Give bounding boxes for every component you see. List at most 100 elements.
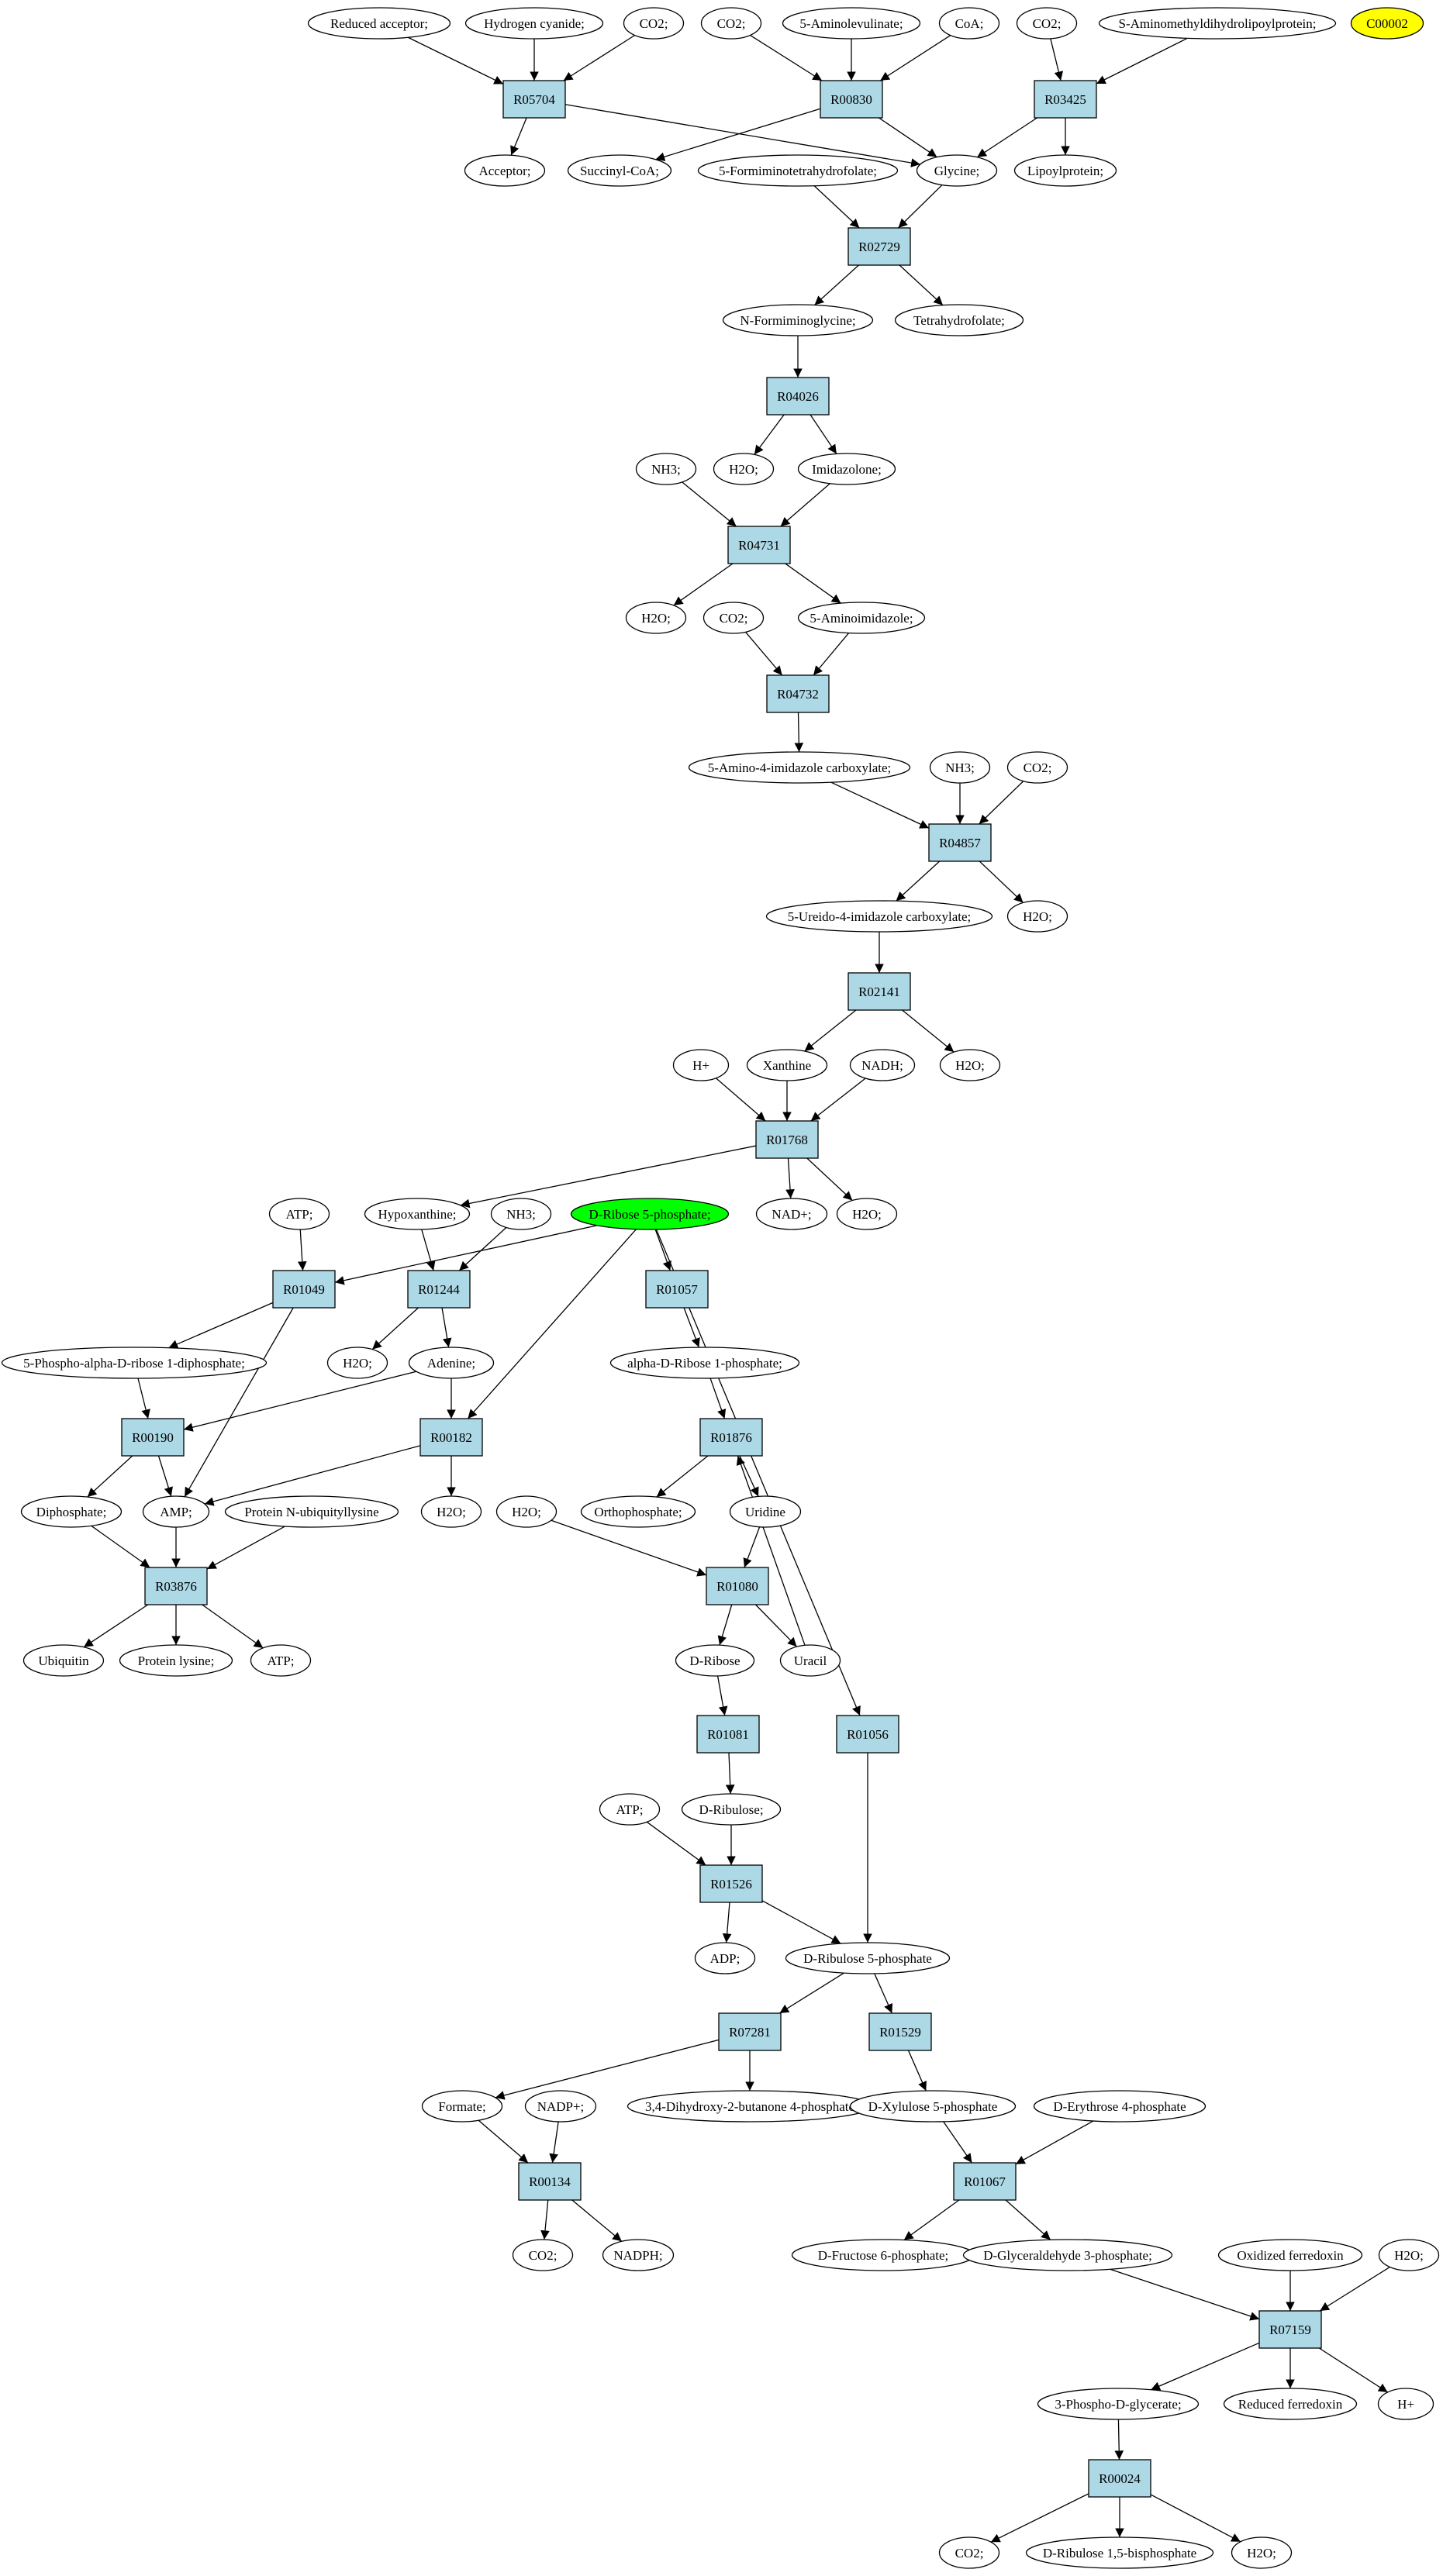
- compound-node-fructose6p[interactable]: D-Fructose 6-phosphate;: [791, 2239, 975, 2271]
- compound-node-acceptor[interactable]: Acceptor;: [464, 154, 546, 187]
- reaction-node-r00830[interactable]: R00830: [820, 80, 883, 119]
- compound-node-hydrogen-cyanide[interactable]: Hydrogen cyanide;: [464, 7, 604, 40]
- compound-node-orthophosphate[interactable]: Orthophosphate;: [580, 1495, 696, 1528]
- compound-node-amino-carboxylate[interactable]: 5-Amino-4-imidazole carboxylate;: [688, 751, 911, 784]
- compound-node-aminoimidazole[interactable]: 5-Aminoimidazole;: [797, 602, 926, 634]
- compound-node-h2o-c[interactable]: H2O;: [1006, 900, 1068, 933]
- reaction-node-r02729[interactable]: R02729: [848, 227, 911, 266]
- compound-node-prpp[interactable]: 5-Phospho-alpha-D-ribose 1-diphosphate;: [1, 1347, 268, 1379]
- compound-node-amp[interactable]: AMP;: [142, 1495, 210, 1528]
- compound-node-uridine[interactable]: Uridine: [729, 1495, 802, 1528]
- compound-node-glycine[interactable]: Glycine;: [916, 154, 998, 187]
- compound-node-aminomethyl[interactable]: S-Aminomethyldihydrolipoylprotein;: [1098, 7, 1337, 40]
- compound-node-co2-b[interactable]: CO2;: [700, 7, 762, 40]
- compound-node-ribulose5p[interactable]: D-Ribulose 5-phosphate: [785, 1942, 951, 1974]
- compound-node-adenine[interactable]: Adenine;: [408, 1347, 495, 1379]
- compound-node-oxidized-fd[interactable]: Oxidized ferredoxin: [1217, 2239, 1363, 2271]
- compound-node-rubp[interactable]: D-Ribulose 1,5-bisphosphate: [1025, 2536, 1214, 2569]
- compound-node-co2-c[interactable]: CO2;: [1016, 7, 1078, 40]
- compound-node-h2o-a[interactable]: H2O;: [713, 453, 775, 485]
- compound-node-co2-e[interactable]: CO2;: [1006, 751, 1068, 784]
- compound-node-erythrose4p[interactable]: D-Erythrose 4-phosphate: [1033, 2090, 1207, 2123]
- reaction-node-r04026[interactable]: R04026: [766, 377, 830, 416]
- compound-node-reduced-fd[interactable]: Reduced ferredoxin: [1223, 2388, 1358, 2420]
- compound-node-h2o-g[interactable]: H2O;: [420, 1495, 482, 1528]
- compound-node-h-plus-b[interactable]: H+: [1377, 2388, 1434, 2420]
- reaction-node-r01244[interactable]: R01244: [407, 1270, 471, 1309]
- compound-node-succinyl-coa[interactable]: Succinyl-CoA;: [567, 154, 672, 187]
- compound-node-adp[interactable]: ADP;: [694, 1942, 756, 1974]
- compound-node-g3p[interactable]: D-Glyceraldehyde 3-phosphate;: [962, 2239, 1173, 2271]
- reaction-node-r01056[interactable]: R01056: [836, 1715, 899, 1754]
- reaction-node-r00190[interactable]: R00190: [121, 1418, 185, 1457]
- reaction-node-r00134[interactable]: R00134: [518, 2162, 582, 2201]
- compound-node-nadp-plus[interactable]: NADP+;: [524, 2090, 597, 2123]
- compound-node-co2-d[interactable]: CO2;: [703, 602, 765, 634]
- compound-node-ubiquitin[interactable]: Ubiquitin: [22, 1644, 105, 1677]
- compound-node-h2o-d[interactable]: H2O;: [939, 1049, 1001, 1081]
- compound-node-h2o-b[interactable]: H2O;: [625, 602, 687, 634]
- compound-node-formate[interactable]: Formate;: [421, 2090, 503, 2123]
- compound-node-c00002[interactable]: C00002: [1350, 7, 1424, 40]
- compound-node-coa[interactable]: CoA;: [938, 7, 1000, 40]
- reaction-node-r04732[interactable]: R04732: [766, 674, 830, 713]
- reaction-node-r01876[interactable]: R01876: [699, 1418, 763, 1457]
- compound-node-atp-b[interactable]: ATP;: [250, 1644, 312, 1677]
- compound-node-reduced-acceptor[interactable]: Reduced acceptor;: [307, 7, 451, 40]
- compound-node-tetrahydrofolate[interactable]: Tetrahydrofolate;: [894, 304, 1024, 336]
- reaction-node-r04857[interactable]: R04857: [928, 823, 992, 862]
- reaction-node-r01080[interactable]: R01080: [706, 1567, 769, 1605]
- reaction-node-r02141[interactable]: R02141: [848, 972, 911, 1011]
- compound-node-aminolevulinate[interactable]: 5-Aminolevulinate;: [782, 7, 921, 40]
- compound-node-h2o-h[interactable]: H2O;: [495, 1495, 558, 1528]
- compound-node-co2-g[interactable]: CO2;: [938, 2536, 1000, 2569]
- compound-node-nh3-c[interactable]: NH3;: [490, 1198, 552, 1230]
- compound-node-atp-a[interactable]: ATP;: [268, 1198, 330, 1230]
- compound-node-nadh[interactable]: NADH;: [849, 1049, 916, 1081]
- compound-node-d-ribulose[interactable]: D-Ribulose;: [681, 1793, 782, 1826]
- reaction-node-r03876[interactable]: R03876: [144, 1567, 208, 1605]
- compound-node-ribose5p[interactable]: D-Ribose 5-phosphate;: [570, 1198, 730, 1230]
- compound-node-xylulose5p[interactable]: D-Xylulose 5-phosphate: [849, 2090, 1017, 2123]
- reaction-node-r03425[interactable]: R03425: [1034, 80, 1097, 119]
- compound-node-protein-lysine[interactable]: Protein lysine;: [119, 1644, 233, 1677]
- reaction-node-r07281[interactable]: R07281: [718, 2012, 782, 2051]
- reaction-node-r00182[interactable]: R00182: [419, 1418, 483, 1457]
- compound-node-nh3-b[interactable]: NH3;: [929, 751, 991, 784]
- compound-node-protein-ub[interactable]: Protein N-ubiquityllysine: [224, 1495, 399, 1528]
- reaction-node-r01067[interactable]: R01067: [953, 2162, 1017, 2201]
- compound-node-imidazolone[interactable]: Imidazolone;: [797, 453, 896, 485]
- reaction-node-r01768[interactable]: R01768: [755, 1120, 819, 1159]
- compound-node-co2-a[interactable]: CO2;: [623, 7, 685, 40]
- reaction-node-r04731[interactable]: R04731: [727, 526, 791, 564]
- reaction-node-r05704[interactable]: R05704: [502, 80, 566, 119]
- compound-node-uracil[interactable]: Uracil: [779, 1644, 841, 1677]
- compound-node-ureido-carboxylate[interactable]: 5-Ureido-4-imidazole carboxylate;: [765, 900, 993, 933]
- compound-node-co2-f[interactable]: CO2;: [512, 2239, 574, 2271]
- compound-node-ribose1p[interactable]: alpha-D-Ribose 1-phosphate;: [609, 1347, 800, 1379]
- compound-node-nh3-a[interactable]: NH3;: [635, 453, 697, 485]
- compound-node-atp-c[interactable]: ATP;: [599, 1793, 661, 1826]
- compound-node-h2o-j[interactable]: H2O;: [1231, 2536, 1293, 2569]
- reaction-node-r01081[interactable]: R01081: [696, 1715, 760, 1754]
- compound-node-nadph[interactable]: NADPH;: [602, 2239, 675, 2271]
- reaction-node-r00024[interactable]: R00024: [1088, 2459, 1151, 2498]
- compound-node-xanthine[interactable]: Xanthine: [746, 1049, 828, 1081]
- compound-node-h-plus-a[interactable]: H+: [672, 1049, 730, 1081]
- reaction-node-r01529[interactable]: R01529: [868, 2012, 932, 2051]
- compound-node-diphosphate[interactable]: Diphosphate;: [20, 1495, 123, 1528]
- compound-node-h2o-i[interactable]: H2O;: [1378, 2239, 1440, 2271]
- reaction-node-r01526[interactable]: R01526: [699, 1864, 763, 1903]
- reaction-node-r07159[interactable]: R07159: [1258, 2310, 1322, 2349]
- reaction-node-r01049[interactable]: R01049: [272, 1270, 336, 1309]
- compound-node-nad-plus[interactable]: NAD+;: [755, 1198, 828, 1230]
- compound-node-h2o-e[interactable]: H2O;: [836, 1198, 898, 1230]
- compound-node-hypoxanthine[interactable]: Hypoxanthine;: [364, 1198, 471, 1230]
- compound-node-lipoylprotein[interactable]: Lipoylprotein;: [1013, 154, 1117, 187]
- compound-node-d-ribose[interactable]: D-Ribose: [675, 1644, 755, 1677]
- compound-node-h2o-f[interactable]: H2O;: [326, 1347, 388, 1379]
- reaction-node-r01057[interactable]: R01057: [645, 1270, 709, 1309]
- compound-node-forminino-thf[interactable]: 5-Formiminotetrahydrofolate;: [697, 154, 899, 187]
- compound-node-dihydroxybutanone[interactable]: 3,4-Dihydroxy-2-butanone 4-phosphate: [627, 2090, 873, 2123]
- compound-node-3pg[interactable]: 3-Phospho-D-glycerate;: [1037, 2388, 1200, 2420]
